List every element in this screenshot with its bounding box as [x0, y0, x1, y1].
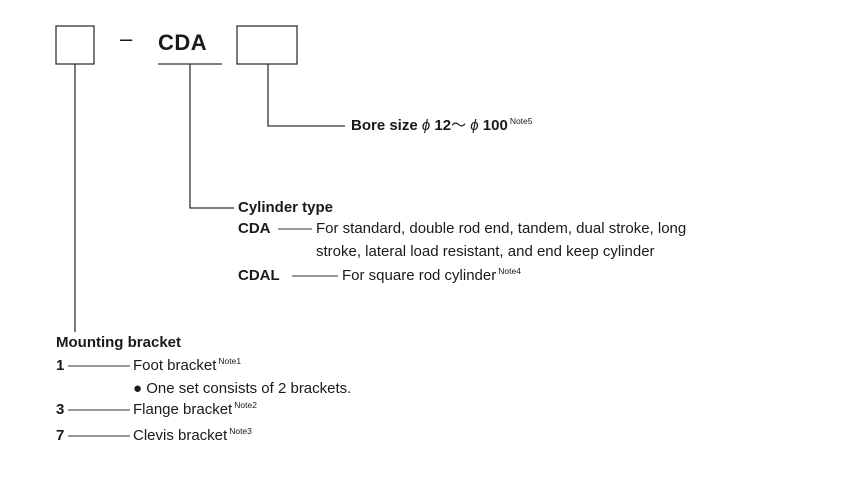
bracket-code-3: 3: [56, 401, 65, 418]
bore-min: 12: [434, 117, 452, 134]
bracket-7-note: Note3: [229, 426, 252, 436]
bore-size-text: Bore size: [351, 117, 418, 134]
cylinder-cda-desc-1: For standard, double rod end, tandem, du…: [316, 220, 687, 237]
bracket-1-subnote: ● One set consists of 2 brackets.: [133, 380, 351, 398]
bore-connector: [267, 64, 345, 127]
cylinder-type-heading: Cylinder type: [238, 199, 334, 216]
cylinder-code-cdal: CDAL: [238, 267, 280, 284]
bracket-3-text: Flange bracket: [133, 401, 233, 418]
bracket-3-note: Note2: [234, 400, 257, 410]
bullet-icon: ●: [133, 380, 143, 397]
bracket-1-text: Foot bracket: [133, 357, 217, 374]
bracket-code-7: 7: [56, 427, 65, 444]
bracket-1-subnote-text: One set consists of 2 brackets.: [146, 380, 352, 397]
bore-max: 100: [482, 117, 508, 134]
range-separator: 〜: [451, 117, 467, 134]
bracket-1-note: Note1: [218, 356, 242, 366]
mounting-code-box: [55, 25, 95, 65]
mounting-bracket-heading: Mounting bracket: [56, 334, 182, 351]
fixed-code-cda: CDA: [158, 30, 208, 55]
cylinder-connector: [189, 64, 234, 209]
code-dash: –: [120, 26, 133, 51]
bore-code-box: [236, 25, 298, 65]
bore-note: Note5: [509, 116, 533, 126]
cylinder-cdal-note: Note4: [498, 266, 521, 276]
cylinder-code-cda: CDA: [238, 220, 271, 237]
bracket-code-1: 1: [56, 357, 65, 374]
bracket-7-text: Clevis bracket: [133, 427, 228, 444]
phi-symbol-max: ϕ: [470, 117, 479, 134]
cylinder-cda-desc-2: stroke, lateral load resistant, and end …: [316, 243, 655, 260]
cylinder-cdal-text: For square rod cylinder: [342, 267, 497, 284]
phi-symbol-min: ϕ: [421, 117, 431, 134]
